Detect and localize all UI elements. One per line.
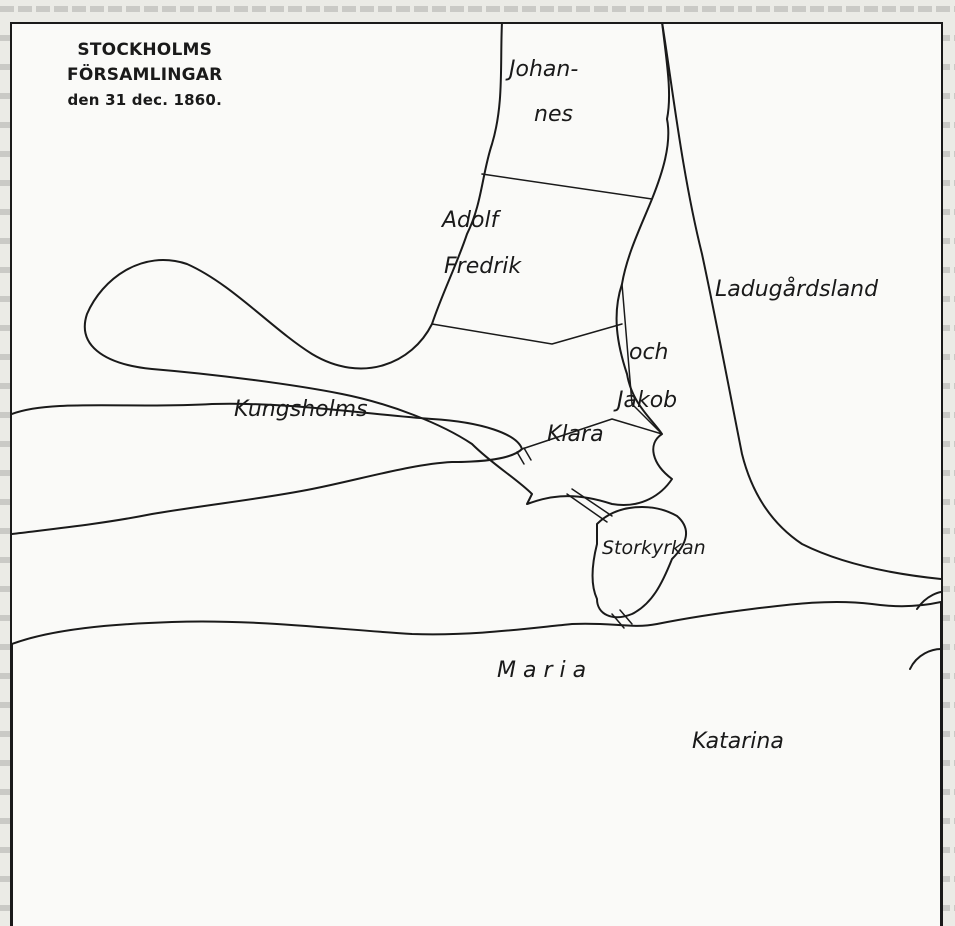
label-jakob: Jakob — [617, 388, 678, 413]
parish-map: STOCKHOLMS FÖRSAMLINGAR den 31 dec. 1860… — [10, 22, 943, 926]
label-johannes-1: Johan- — [509, 57, 579, 82]
map-title-date: den 31 dec. 1860. — [67, 91, 222, 109]
map-drawing — [12, 24, 941, 926]
map-title-line-2: FÖRSAMLINGAR — [67, 65, 223, 85]
ladugardsland-coast — [661, 24, 941, 580]
label-kungsholms: Kungsholms — [234, 397, 368, 422]
map-title: STOCKHOLMS FÖRSAMLINGAR den 31 dec. 1860… — [67, 38, 222, 113]
kungsholmen-outline — [12, 402, 523, 535]
label-ladugardsland: Ladugårdsland — [715, 277, 879, 302]
label-storkyrkan: Storkyrkan — [602, 537, 706, 559]
sodermalm-outline — [12, 600, 941, 926]
label-maria: M a r i a — [497, 658, 587, 683]
islet-outline-2 — [909, 648, 941, 670]
boundary-johannes-adolf — [481, 173, 653, 200]
boundary-klara-jakob — [521, 418, 663, 450]
bridge-kungsholmen — [516, 447, 532, 465]
label-katarina: Katarina — [692, 729, 784, 754]
islet-outline — [916, 591, 941, 610]
label-johannes-2: nes — [534, 102, 573, 127]
label-adolf: Adolf — [442, 208, 499, 233]
boundary-adolf-klara — [431, 323, 623, 345]
label-och: och — [629, 340, 669, 365]
storkyrkan-outline — [591, 506, 687, 619]
bridge-slussen — [611, 609, 633, 629]
background-text-line — [0, 6, 955, 12]
boundary-adolf-ladugardsland — [621, 283, 663, 435]
bridge-norrbro — [566, 488, 613, 523]
label-klara: Klara — [547, 422, 604, 447]
label-fredrik: Fredrik — [444, 254, 522, 279]
map-title-line-1: STOCKHOLMS — [77, 40, 213, 60]
